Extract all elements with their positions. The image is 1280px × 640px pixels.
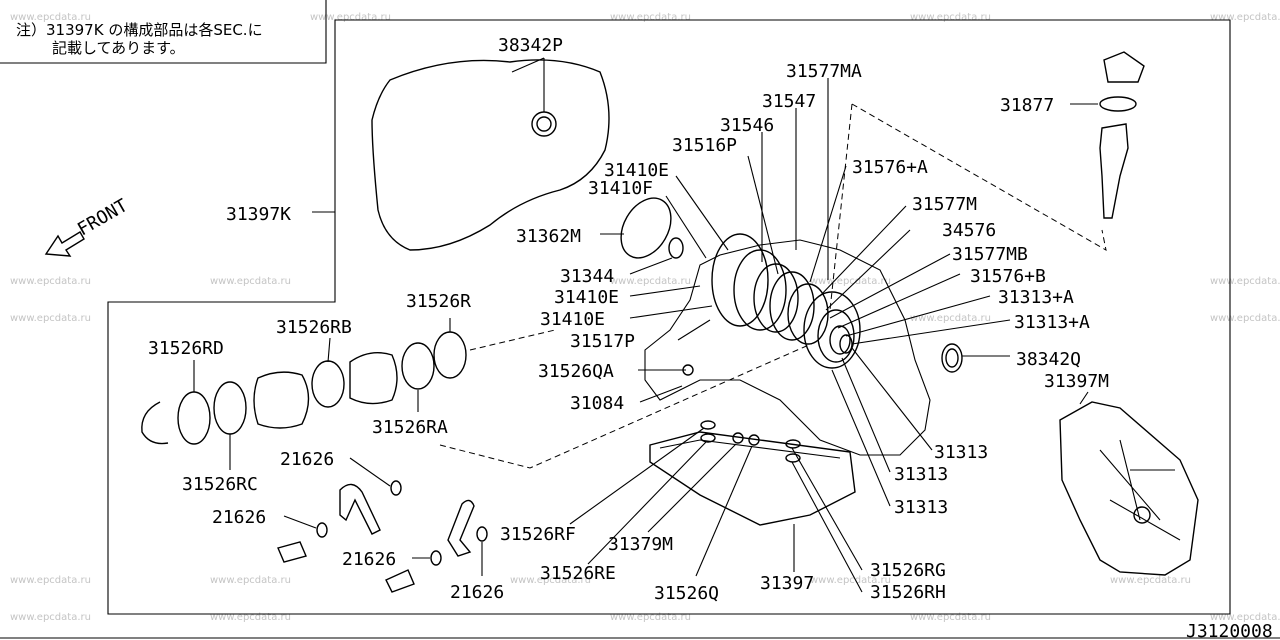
diagram-code: J3120008 xyxy=(1186,621,1273,640)
watermark: www.epcdata.ru xyxy=(810,276,891,287)
filters xyxy=(253,352,398,429)
watermark: www.epcdata.ru xyxy=(10,12,91,23)
watermark: www.epcdata.ru xyxy=(10,575,91,586)
watermark: www.epcdata.ru xyxy=(910,612,991,623)
part-label: 31526RB xyxy=(276,317,352,338)
part-label: 31344 xyxy=(560,266,614,287)
part-label: 21626 xyxy=(450,582,504,603)
watermark: www.epcdata.ru xyxy=(1210,12,1280,23)
part-label: 31410E xyxy=(604,160,669,181)
part-label: 31526RF xyxy=(500,524,576,545)
part-label: 31379M xyxy=(608,534,673,555)
note-box: 注）31397K の構成部品は各SEC.に 記載してあります。 xyxy=(16,21,263,57)
part-label: 31397 xyxy=(760,573,814,594)
part-label: 31084 xyxy=(570,393,624,414)
part-label: 31526RG xyxy=(870,560,946,581)
watermark: www.epcdata.ru xyxy=(210,575,291,586)
part-label: 31516P xyxy=(672,135,737,156)
note-line-1: 注）31397K の構成部品は各SEC.に xyxy=(16,21,263,39)
part-label: 31313+A xyxy=(1014,312,1090,333)
oil-pan xyxy=(649,431,856,526)
part-label: 31546 xyxy=(720,115,774,136)
watermark: www.epcdata.ru xyxy=(610,276,691,287)
part-label: 31526RD xyxy=(148,338,224,359)
part-label: 38342P xyxy=(498,35,563,56)
watermark: www.epcdata.ru xyxy=(510,575,591,586)
watermark: www.epcdata.ru xyxy=(610,12,691,23)
part-label: 31313+A xyxy=(998,287,1074,308)
part-label: 31576+B xyxy=(970,266,1046,287)
part-label: 31547 xyxy=(762,91,816,112)
watermark: www.epcdata.ru xyxy=(1210,313,1280,324)
watermark: www.epcdata.ru xyxy=(1210,612,1280,623)
part-label: 31526QA xyxy=(538,361,614,382)
part-label: 31313 xyxy=(894,497,948,518)
part-label: 31577MB xyxy=(952,244,1028,265)
dashed-guides xyxy=(439,103,1107,469)
front-label: FRONT xyxy=(74,195,132,240)
part-label: 31410E xyxy=(554,287,619,308)
watermark: www.epcdata.ru xyxy=(1210,276,1280,287)
part-label: 31526RE xyxy=(540,563,616,584)
part-label: 31362M xyxy=(516,226,581,247)
watermark: www.epcdata.ru xyxy=(810,575,891,586)
part-label: 21626 xyxy=(280,449,334,470)
speed-sensor xyxy=(1099,51,1145,219)
valve-body xyxy=(644,239,931,456)
part-label: 31526RH xyxy=(870,582,946,603)
part-label: 31576+A xyxy=(852,157,928,178)
part-label: 31877 xyxy=(1000,95,1054,116)
front-arrow-icon: FRONT xyxy=(44,195,132,257)
part-label: 34576 xyxy=(942,220,996,241)
watermark: www.epcdata.ru xyxy=(910,12,991,23)
watermark: www.epcdata.ru xyxy=(10,276,91,287)
part-label: 31526RA xyxy=(372,417,448,438)
leader-lines xyxy=(193,57,1098,593)
part-label: 31410E xyxy=(540,309,605,330)
pipes-bolts xyxy=(277,483,475,593)
part-label: 31397M xyxy=(1044,371,1109,392)
clutch-pack xyxy=(711,233,861,369)
watermark-layer: www.epcdata.ru www.epcdata.ru www.epcdat… xyxy=(10,12,1280,623)
watermark: www.epcdata.ru xyxy=(310,12,391,23)
watermark: www.epcdata.ru xyxy=(610,612,691,623)
watermark: www.epcdata.ru xyxy=(210,276,291,287)
part-label: 31577MA xyxy=(786,61,862,82)
part-label: 31397K xyxy=(226,204,291,225)
part-label: 38342Q xyxy=(1016,349,1081,370)
part-label: 31313 xyxy=(934,442,988,463)
part-label: 31526R xyxy=(406,291,471,312)
transmission-case xyxy=(371,59,610,251)
watermark: www.epcdata.ru xyxy=(10,612,91,623)
watermark: www.epcdata.ru xyxy=(1110,575,1191,586)
watermark: www.epcdata.ru xyxy=(210,612,291,623)
part-labels: 38342P 31577MA 31547 31546 31516P 31410E… xyxy=(148,35,1109,604)
side-cover xyxy=(1059,401,1199,576)
part-label: 31410F xyxy=(588,178,653,199)
part-label: 31313 xyxy=(894,464,948,485)
note-line-2: 記載してあります。 xyxy=(52,39,185,57)
watermark: www.epcdata.ru xyxy=(10,313,91,324)
part-label: 21626 xyxy=(212,507,266,528)
part-label: 31577M xyxy=(912,194,977,215)
part-label: 21626 xyxy=(342,549,396,570)
part-label: 31526RC xyxy=(182,474,258,495)
part-label: 31517P xyxy=(570,331,635,352)
part-label: 31526Q xyxy=(654,583,719,604)
watermark: www.epcdata.ru xyxy=(910,313,991,324)
